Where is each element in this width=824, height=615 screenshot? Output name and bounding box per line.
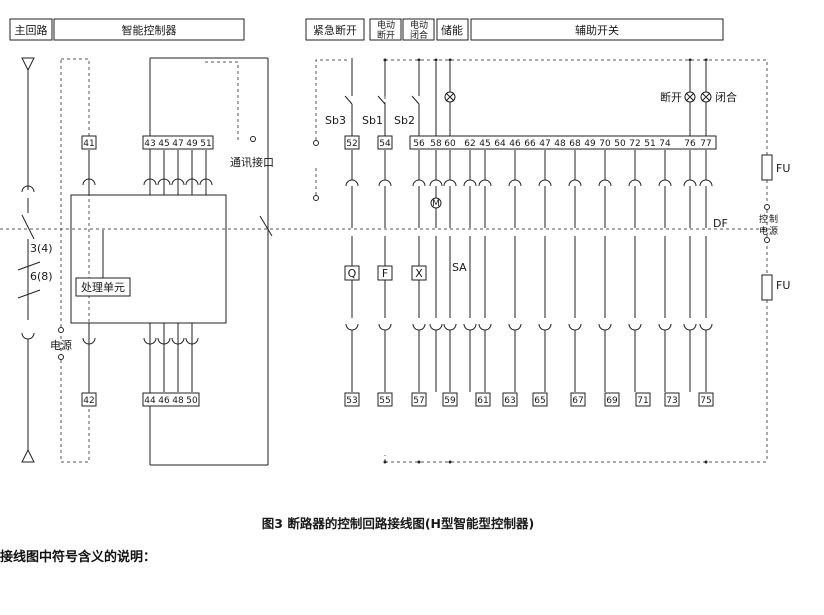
fu-bottom-label: FU [776, 279, 790, 292]
terminals-bottom-left: 42 44 46 48 50 [81, 392, 200, 407]
header-aux-switch: 辅助开关 [575, 23, 619, 37]
control-power-1: 控 [759, 213, 768, 225]
coil-q-label: Q [348, 267, 357, 280]
terminal-top-right: 74 [659, 139, 671, 149]
terminal-top-right: 48 [554, 139, 566, 149]
sb1-label: Sb1 [362, 114, 383, 127]
terminal-50: 50 [186, 396, 198, 406]
pole-6-label: 6(8) [30, 270, 53, 283]
header-elec-close-1: 电动 [410, 19, 428, 31]
terminal-bottom-right: 57 [413, 396, 424, 406]
terminal-top-right: 77 [700, 139, 711, 149]
main-circuit-line [17, 57, 41, 463]
terminal-top-right: 49 [584, 139, 596, 149]
df-label: DF [713, 217, 728, 230]
header-main-circuit: 主回路 [15, 24, 48, 37]
terminal-49: 49 [186, 139, 198, 149]
terminal-bottom-right: 61 [477, 396, 488, 406]
terminal-top-right: 58 [430, 139, 442, 149]
terminal-top-right: 66 [524, 139, 536, 149]
header-storage: 储能 [441, 23, 463, 37]
terminal-bottom-right: 63 [504, 396, 515, 406]
terminal-top-right: 51 [644, 139, 655, 149]
terminal-bottom-right: 53 [346, 396, 357, 406]
terminal-top-right: 72 [629, 139, 640, 149]
terminal-top-right: 46 [509, 139, 521, 149]
sb3-label: Sb3 [325, 114, 346, 127]
header-elec-open-2: 断开 [377, 29, 395, 41]
terminal-bottom-right: 67 [572, 396, 583, 406]
terminal-bottom-right: 59 [444, 396, 456, 406]
terminal-bottom-right: 73 [666, 396, 677, 406]
terminals-bottom-right: 53 55 57 59 61 63 65 67 69 71 73 75 [344, 392, 714, 407]
terminal-bottom-right: 55 [379, 396, 390, 406]
terminal-48: 48 [172, 396, 184, 406]
controller-box [70, 194, 227, 324]
terminal-top-right: 52 [346, 139, 357, 149]
terminal-47: 47 [172, 139, 183, 149]
terminal-bottom-right: 65 [534, 396, 545, 406]
terminal-top-right: 60 [444, 139, 456, 149]
terminal-51: 51 [200, 139, 211, 149]
processing-unit-label: 处理单元 [81, 281, 125, 294]
sa-label: SA [452, 261, 467, 274]
terminal-top-right: 45 [479, 139, 490, 149]
lamp-close-label: 闭合 [715, 90, 737, 104]
terminal-top-right: 76 [684, 139, 696, 149]
terminal-bottom-right: 75 [700, 396, 711, 406]
header-elec-open-1: 电动 [377, 19, 395, 31]
coil-x-label: X [415, 267, 423, 280]
terminal-42: 42 [83, 396, 94, 406]
terminal-top-right: 54 [379, 139, 391, 149]
terminal-top-right: 64 [494, 139, 506, 149]
coil-f-label: F [382, 267, 388, 280]
pole-3-label: 3(4) [30, 242, 53, 255]
header-smart-controller: 智能控制器 [122, 23, 177, 37]
terminal-46: 46 [158, 396, 170, 406]
terminal-top-right: 62 [464, 139, 475, 149]
control-power-4: 源 [769, 226, 778, 237]
control-power-3: 电 [759, 225, 768, 237]
header-elec-close-2: 闭合 [410, 29, 428, 41]
motor-label: M [432, 199, 440, 209]
fu-top-label: FU [776, 162, 790, 175]
terminal-top-right: 47 [539, 139, 550, 149]
terminal-43: 43 [144, 139, 155, 149]
terminals-top-left: 41 43 45 47 49 51 [81, 135, 214, 150]
control-power-2: 制 [769, 213, 778, 225]
power-label: 电源 [50, 338, 72, 352]
terminal-44: 44 [144, 396, 156, 406]
terminal-bottom-right: 69 [606, 396, 618, 406]
comm-port-label: 通讯接口 [230, 156, 274, 169]
terminal-41: 41 [83, 139, 94, 149]
symbol-explanation-heading: 接线图中符号含义的说明： [0, 550, 157, 565]
terminal-bottom-right: 71 [637, 396, 648, 406]
terminal-top-right: 50 [614, 139, 626, 149]
terminal-45: 45 [158, 139, 169, 149]
terminal-top-right: 70 [599, 139, 611, 149]
terminal-top-right: 56 [413, 139, 425, 149]
lamp-icons [444, 91, 712, 103]
sb2-label: Sb2 [394, 114, 415, 127]
terminal-top-right: 68 [569, 139, 581, 149]
figure-caption: 图3 断路器的控制回路接线图(H型智能型控制器) [262, 516, 534, 531]
lamp-open-label: 断开 [660, 90, 682, 104]
header-emergency-off: 紧急断开 [313, 23, 357, 37]
